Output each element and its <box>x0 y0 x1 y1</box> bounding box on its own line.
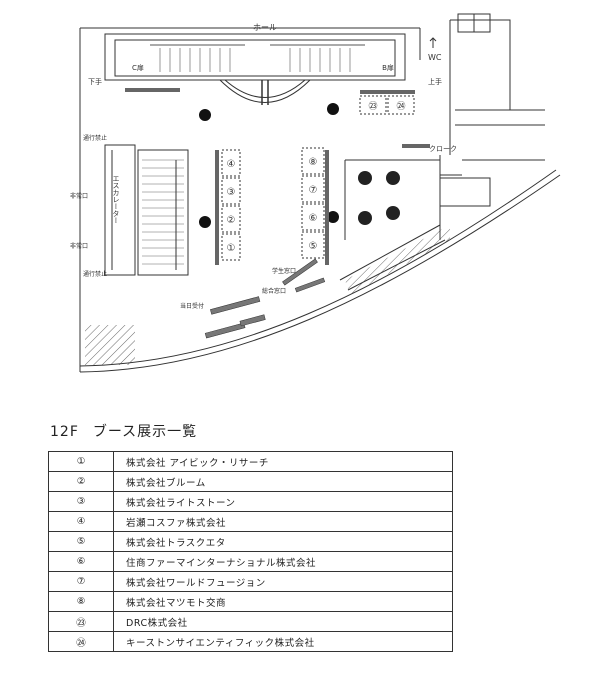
entrance-label: 非常口 <box>70 192 88 200</box>
booth-6-marker: ⑥ <box>309 213 318 224</box>
round-tables <box>358 171 400 225</box>
hatched-area-right <box>345 225 450 295</box>
booth-number: ② <box>48 471 114 492</box>
booth-1-marker: ① <box>227 243 236 254</box>
reception-desks <box>204 258 326 339</box>
b-door-label: B扉 <box>382 63 394 72</box>
wc-label: WC <box>428 53 442 62</box>
hall-label: ホール <box>253 23 277 32</box>
booth-23-marker: ㉓ <box>368 101 377 112</box>
floor-label: 12F <box>50 424 79 440</box>
cloak-label: クローク <box>429 145 457 153</box>
booth-number: ① <box>48 451 114 472</box>
booth-7-marker: ⑦ <box>309 185 318 196</box>
escalator-label: エスカレーター <box>112 175 120 224</box>
booth-5-marker: ⑤ <box>309 241 318 252</box>
booth-list-title: ブース展示一覧 <box>92 424 198 440</box>
booth-2-marker: ② <box>227 215 236 226</box>
booth-8-marker: ⑧ <box>309 157 318 168</box>
no-entry-bottom-label: 通行禁止 <box>83 270 107 278</box>
booth-number: ⑧ <box>48 591 114 612</box>
booth-3-marker: ③ <box>227 187 236 198</box>
floor-plan: ホール C扉 B扉 下手 上手 WC ㉓ ㉔ ④ ③ ② ① <box>70 13 561 373</box>
pillars <box>199 103 339 228</box>
booth-company: キーストンサイエンティフィック株式会社 <box>113 631 453 652</box>
building-walls <box>79 13 561 373</box>
partition-bars <box>125 88 430 265</box>
booth-company: DRC株式会社 <box>113 611 453 632</box>
stage-right-label: 上手 <box>428 77 442 86</box>
no-entry-top-label: 通行禁止 <box>83 134 107 142</box>
same-day-label: 当日受付 <box>180 302 204 310</box>
booth-column-left <box>221 149 241 261</box>
booth-company: 株式会社トラスクエタ <box>113 531 453 552</box>
booth-number: ③ <box>48 491 114 512</box>
booth-company: 住商ファーマインターナショナル株式会社 <box>113 551 453 572</box>
hatched-area-left <box>85 325 135 365</box>
hall-area: ホール C扉 B扉 下手 上手 WC <box>88 23 442 105</box>
booth-23-24 <box>359 95 415 115</box>
booth-company: 株式会社 アイビック・リサーチ <box>113 451 453 472</box>
booth-number: ④ <box>48 511 114 532</box>
booth-4-marker: ④ <box>227 159 236 170</box>
booth-company: 株式会社ライトストーン <box>113 491 453 512</box>
lounge-room <box>344 159 441 240</box>
booth-company: 岩瀬コスファ株式会社 <box>113 511 453 532</box>
arrow-up-icon <box>429 37 437 48</box>
student-desk-label: 学生窓口 <box>272 267 296 275</box>
booth-company: 株式会社ブルーム <box>113 471 453 492</box>
c-door-label: C扉 <box>132 63 144 72</box>
booth-company: 株式会社ワールドフュージョン <box>113 571 453 592</box>
stage-left-label: 下手 <box>88 77 102 86</box>
booth-number: ⑦ <box>48 571 114 592</box>
booth-number: ⑤ <box>48 531 114 552</box>
booth-company: 株式会社マツモト交商 <box>113 591 453 612</box>
section-title: 12F ブース展示一覧 <box>50 421 211 441</box>
escalator <box>104 144 189 276</box>
booth-number: ㉔ <box>48 631 114 652</box>
reception-label: 総合窓口 <box>262 287 286 295</box>
booth-24-marker: ㉔ <box>396 101 405 112</box>
entrance-label-2: 非常口 <box>70 242 88 250</box>
booth-number: ⑥ <box>48 551 114 572</box>
booth-number: ㉓ <box>48 611 114 632</box>
